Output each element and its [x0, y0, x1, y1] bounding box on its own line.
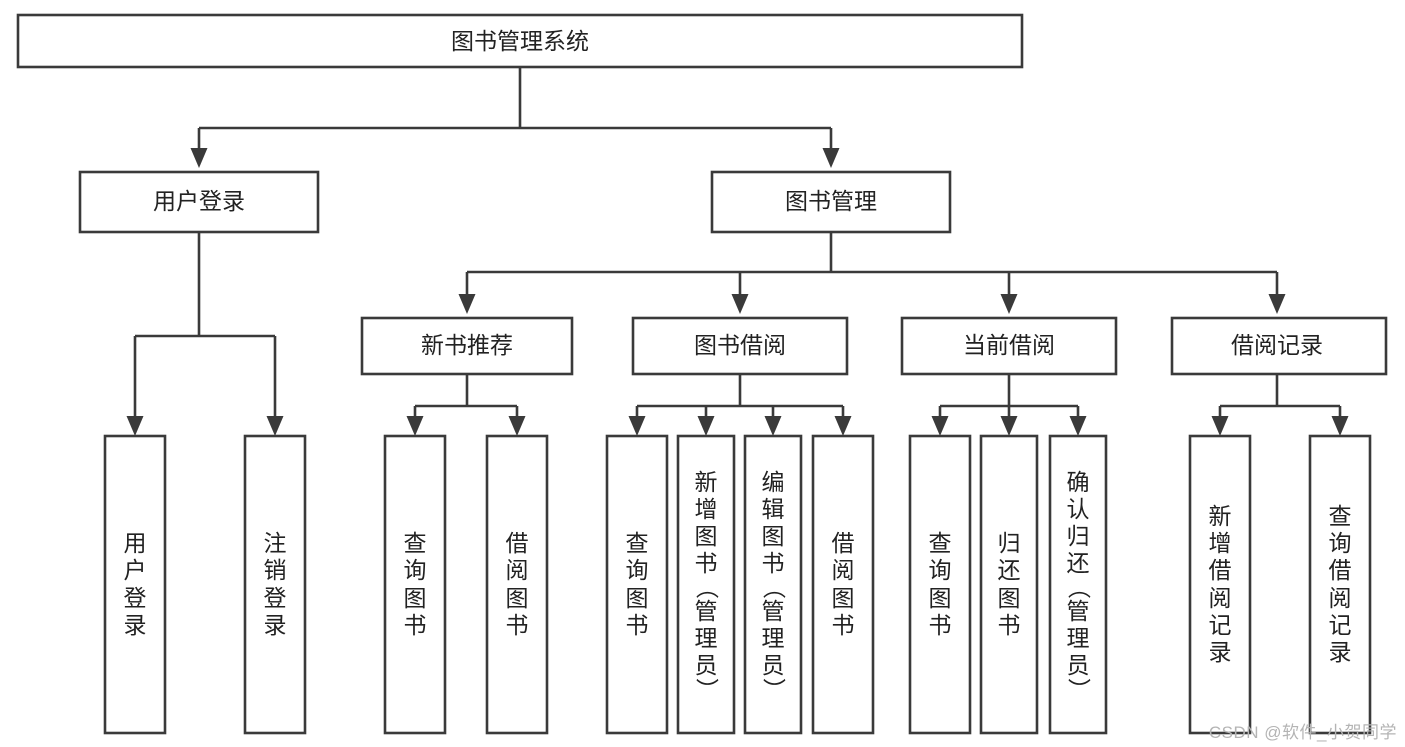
node-book-management-label: 图书管理: [785, 188, 877, 214]
connector-borrow-records-to-leaves: [1211, 374, 1349, 436]
leaf-box-query-books-borrow[interactable]: [605, 434, 669, 735]
connector-new-book-recommend-to-leaves: [406, 374, 526, 436]
leaf-box-borrow-books-rec[interactable]: [485, 434, 549, 735]
node-book-borrow-label: 图书借阅: [694, 332, 786, 358]
node-new-book-recommend[interactable]: 新书推荐: [360, 316, 574, 376]
node-current-borrow[interactable]: 当前借阅: [900, 316, 1118, 376]
node-root-box: [16, 13, 1024, 69]
leaf-box-query-books-rec[interactable]: [383, 434, 447, 735]
watermark: CSDN @软件_小贺同学: [1208, 723, 1397, 742]
node-borrow-records-box: [1170, 316, 1388, 376]
leaf-box-confirm-return-admin[interactable]: [1048, 434, 1108, 735]
connector-user-login-to-leaves: [126, 232, 284, 436]
node-book-management[interactable]: 图书管理: [710, 170, 952, 234]
node-current-borrow-label: 当前借阅: [963, 332, 1055, 358]
node-user-login[interactable]: 用户登录: [78, 170, 320, 234]
node-borrow-records[interactable]: 借阅记录: [1170, 316, 1388, 376]
node-user-login-label: 用户登录: [153, 188, 245, 214]
node-root-label: 图书管理系统: [451, 28, 589, 54]
leaf-box-query-books-current[interactable]: [908, 434, 972, 735]
node-new-book-recommend-box: [360, 316, 574, 376]
connector-book-management-to-level3: [458, 232, 1286, 314]
leaf-box-user-login[interactable]: [103, 434, 167, 735]
leaf-box-edit-book-admin[interactable]: [743, 434, 803, 735]
node-user-login-box: [78, 170, 320, 234]
leaf-box-add-book-admin[interactable]: [676, 434, 736, 735]
connector-root-to-level2: [190, 67, 840, 168]
leaf-box-borrow-book[interactable]: [811, 434, 875, 735]
connector-book-borrow-to-leaves: [628, 374, 852, 436]
connector-current-borrow-to-leaves: [931, 374, 1087, 436]
node-current-borrow-box: [900, 316, 1118, 376]
leaf-box-logout[interactable]: [243, 434, 307, 735]
node-root[interactable]: 图书管理系统: [16, 13, 1024, 69]
leaf-box-return-book[interactable]: [979, 434, 1039, 735]
leaf-box-query-borrow-record[interactable]: [1308, 434, 1372, 735]
node-borrow-records-label: 借阅记录: [1231, 332, 1323, 358]
leaf-box-add-borrow-record[interactable]: [1188, 434, 1252, 735]
node-new-book-recommend-label: 新书推荐: [421, 332, 513, 358]
node-book-borrow[interactable]: 图书借阅: [631, 316, 849, 376]
